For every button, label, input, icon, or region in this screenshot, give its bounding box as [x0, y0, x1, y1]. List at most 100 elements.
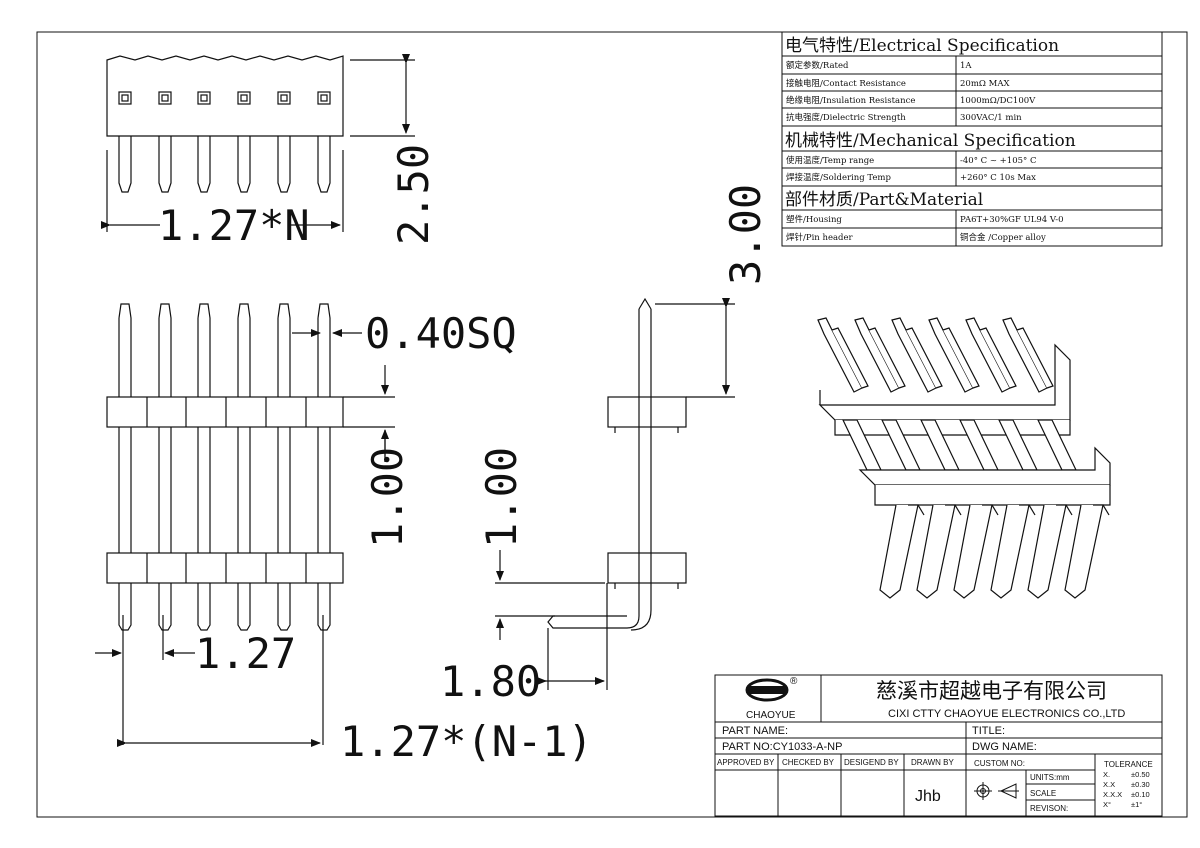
- spec-value-temp-range: -40° C ~ +105° C: [960, 156, 1036, 166]
- pin-lower: [118, 583, 132, 631]
- pin-lower: [197, 583, 211, 631]
- pin-square-inner: [121, 94, 129, 102]
- drawn-by-label: DRAWN BY: [911, 758, 954, 767]
- pin-lower: [158, 583, 172, 631]
- iso-pin-bottom: [879, 504, 919, 599]
- pin-upper: [118, 303, 132, 397]
- units-label: UNITS:mm: [1030, 773, 1070, 782]
- iso-pin-bottom-edge: [991, 504, 999, 516]
- spec-heading-mechanical: 机械特性/Mechanical Specification: [785, 131, 1076, 151]
- dim-pin-sq: 0.40SQ: [365, 309, 517, 358]
- pin-tail: [158, 136, 172, 193]
- tolerance-val-4: ±1°: [1131, 800, 1142, 809]
- tolerance-key-1: X.: [1103, 770, 1110, 779]
- svg-text:C⊐T: C⊐T: [751, 687, 764, 695]
- tolerance-key-2: X.X: [1103, 780, 1115, 789]
- spec-value-insulation: 1000mΩ/DC100V: [960, 96, 1036, 106]
- custom-no-label: CUSTOM NO:: [974, 759, 1025, 768]
- front-view: [95, 303, 395, 747]
- iso-pin-bottom: [916, 504, 956, 599]
- pin-square: [277, 91, 291, 105]
- iso-pin-bottom-edge: [1102, 504, 1110, 516]
- spec-label-soldering-temp: 焊接温度/Soldering Temp: [786, 172, 891, 183]
- spec-value-pin-header: 铜合金 /Copper alloy: [960, 232, 1046, 243]
- pin-square-inner: [161, 94, 169, 102]
- pin-square-inner: [240, 94, 248, 102]
- tolerance-val-2: ±0.30: [1131, 780, 1150, 789]
- pin-upper: [317, 303, 331, 397]
- pin-square: [118, 91, 132, 105]
- iso-pin-top: [817, 317, 863, 393]
- company-name-en: CIXI CTTY CHAOYUE ELECTRONICS CO.,LTD: [888, 708, 1125, 720]
- pin-tail: [317, 136, 331, 193]
- logo-mark: ®: [790, 676, 798, 687]
- dim-side-mid: 1.00: [477, 447, 526, 548]
- pin-middle: [197, 427, 211, 553]
- iso-pin-bottom-edge: [1065, 504, 1073, 516]
- designed-by-label: DESIGEND BY: [844, 758, 899, 767]
- pin-middle: [118, 427, 132, 553]
- pin-square-inner: [280, 94, 288, 102]
- spec-label-rated: 额定参数/Rated: [786, 60, 849, 71]
- dim-pitch-n-minus-1: 1.27*(N-1): [340, 717, 593, 766]
- iso-pin-bottom-edge: [954, 504, 962, 516]
- company-logo: C⊐T ®: [745, 676, 798, 702]
- pin-middle: [317, 427, 331, 553]
- pin-square-inner: [320, 94, 328, 102]
- spec-value-soldering-temp: +260° C 10s Max: [960, 173, 1036, 183]
- dwg-name-label: DWG NAME:: [972, 741, 1037, 753]
- pin-lower: [237, 583, 251, 631]
- isometric-view: [817, 317, 1111, 599]
- iso-pin-top-side: [942, 327, 980, 389]
- spec-label-housing: 塑件/Housing: [786, 214, 842, 225]
- projection-symbol-icon: [974, 782, 1019, 800]
- pin-tail: [118, 136, 132, 193]
- pin-lower: [317, 583, 331, 631]
- tolerance-label: TOLERANCE: [1104, 760, 1153, 769]
- tolerance-val-3: ±0.10: [1131, 790, 1150, 799]
- iso-pin-top-side: [831, 327, 869, 389]
- company-name-cn: 慈溪市超越电子有限公司: [876, 680, 1107, 703]
- iso-pin-bottom-edge: [1028, 504, 1036, 516]
- pin-middle: [237, 427, 251, 553]
- pin-tail: [197, 136, 211, 193]
- iso-pin-top-side: [1016, 327, 1054, 389]
- title-label: TITLE:: [972, 725, 1005, 737]
- spec-heading-material: 部件材质/Part&Material: [785, 190, 983, 210]
- pin-middle: [277, 427, 291, 553]
- dim-side-bottom: 1.80: [440, 657, 541, 706]
- spec-label-pin-header: 焊针/Pin header: [786, 232, 854, 243]
- revison-label: REVISON:: [1030, 804, 1068, 813]
- spec-label-contact-resistance: 接触电阻/Contact Resistance: [786, 78, 906, 89]
- spec-label-dielectric: 抗电强度/Dielectric Strength: [786, 112, 906, 123]
- top-view: [101, 54, 415, 232]
- pin-upper: [197, 303, 211, 397]
- iso-pin-top-side: [979, 327, 1017, 389]
- pin-tail: [237, 136, 251, 193]
- title-block: [714, 674, 1163, 817]
- pin-tail: [277, 136, 291, 193]
- pin-lower: [277, 583, 291, 631]
- tolerance-val-1: ±0.50: [1131, 770, 1150, 779]
- iso-pin-bottom: [990, 504, 1030, 599]
- spec-heading-electrical: 电气特性/Electrical Specification: [785, 36, 1059, 56]
- spec-value-housing: PA6T+30%GF UL94 V-0: [960, 215, 1064, 225]
- pin-square: [197, 91, 211, 105]
- spec-value-dielectric: 300VAC/1 min: [960, 113, 1022, 123]
- iso-pin-bottom: [1064, 504, 1104, 599]
- pin-middle: [158, 427, 172, 553]
- part-no-label: PART NO:CY1033-A-NP: [722, 741, 842, 753]
- dim-pitch-n: 1.27*N: [158, 201, 310, 250]
- pin-upper: [158, 303, 172, 397]
- iso-pin-bottom: [1027, 504, 1067, 599]
- pin-square: [317, 91, 331, 105]
- pin-square: [237, 91, 251, 105]
- iso-pin-top-side: [868, 327, 906, 389]
- drawn-by-value: Jhb: [915, 788, 941, 805]
- dim-height-top: 2.50: [389, 144, 438, 245]
- spec-value-rated: 1A: [960, 61, 972, 71]
- dim-spacing-front: 1.00: [363, 447, 412, 548]
- spec-label-insulation: 绝缘电阻/Insulation Resistance: [786, 95, 915, 106]
- side-view: [495, 297, 735, 690]
